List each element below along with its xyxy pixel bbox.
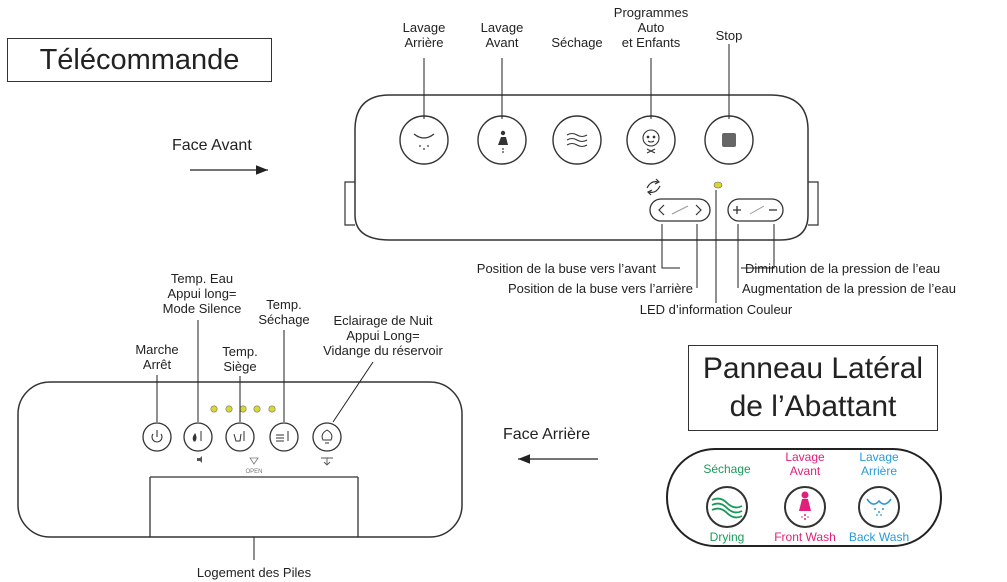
back-button-dry-temp[interactable] xyxy=(269,422,299,452)
battery-caption: Logement des Piles xyxy=(196,565,312,580)
silent-icon xyxy=(197,456,202,463)
back-button-power[interactable] xyxy=(142,422,172,452)
side-label-drying-top: Séchage xyxy=(703,462,751,476)
led-indicator xyxy=(713,181,723,189)
front-button-rear-wash[interactable] xyxy=(399,115,449,165)
back-button-night-light[interactable] xyxy=(312,422,342,466)
callout-pressure-down: Diminution de la pression de l’eau xyxy=(745,261,941,276)
front-button-child[interactable] xyxy=(626,115,676,165)
front-wash-figure-icon xyxy=(799,491,811,520)
nozzle-position-control[interactable] xyxy=(649,198,711,222)
water-temp-icon xyxy=(192,431,202,442)
drain-icon xyxy=(321,457,333,466)
label-power: Marche Arrêt xyxy=(135,342,179,372)
battery-open-label: OPEN xyxy=(245,469,263,475)
chevron-left-icon xyxy=(658,204,665,216)
side-label-back-top: Lavage Arrière xyxy=(859,450,899,478)
callout-led-info: LED d’information Couleur xyxy=(639,302,793,317)
callout-pressure-up: Augmentation de la pression de l’eau xyxy=(742,281,956,296)
plus-icon xyxy=(733,206,741,214)
remote-title: Télécommande xyxy=(7,38,272,82)
rear-wash-icon xyxy=(413,133,435,139)
open-arrow-icon xyxy=(249,457,259,465)
label-rear-wash: Lavage Arrière xyxy=(402,20,446,50)
back-wash-figure-icon xyxy=(866,498,892,505)
side-label-drying-bottom: Drying xyxy=(709,530,745,544)
seat-temp-icon xyxy=(233,431,245,442)
back-leds xyxy=(210,405,276,413)
callout-nozzle-forward: Position de la buse vers l’avant xyxy=(476,261,656,276)
stop-icon xyxy=(722,133,736,147)
side-button-drying[interactable] xyxy=(706,486,748,528)
front-button-front-wash[interactable] xyxy=(477,115,527,165)
power-icon xyxy=(151,430,163,443)
pressure-control[interactable] xyxy=(727,198,784,222)
drying-wave-icon xyxy=(711,497,743,519)
callout-nozzle-back: Position de la buse vers l’arrière xyxy=(508,281,693,296)
face-back-label: Face Arrière xyxy=(503,426,591,443)
label-dry-temp: Temp. Séchage xyxy=(258,297,310,327)
child-icon xyxy=(642,129,660,154)
side-button-front-wash[interactable] xyxy=(784,486,826,528)
side-label-back-bottom: Back Wash xyxy=(848,530,910,544)
side-panel-title: Panneau Latéral de l’Abattant xyxy=(688,345,938,431)
front-wash-icon xyxy=(498,130,508,153)
side-button-back-wash[interactable] xyxy=(858,486,900,528)
night-light-icon xyxy=(321,429,333,444)
chevron-right-icon xyxy=(695,204,702,216)
label-seat-temp: Temp. Siège xyxy=(222,344,258,374)
side-label-front-bottom: Front Wash xyxy=(774,530,836,544)
side-label-front-top: Lavage Avant xyxy=(785,450,825,478)
label-drying: Séchage xyxy=(551,35,603,50)
back-button-seat-temp[interactable] xyxy=(225,422,255,452)
rotate-icon xyxy=(646,178,661,196)
back-leaders xyxy=(156,320,374,560)
label-night-light: Eclairage de Nuit Appui Long= Vidange du… xyxy=(323,313,443,358)
front-button-stop[interactable] xyxy=(704,115,754,165)
back-button-water-temp[interactable] xyxy=(183,422,213,463)
drying-icon xyxy=(566,132,588,148)
face-front-label: Face Avant xyxy=(172,137,252,154)
label-front-wash: Lavage Avant xyxy=(480,20,524,50)
front-button-drying[interactable] xyxy=(552,115,602,165)
dry-temp-icon xyxy=(276,431,289,442)
front-bottom-leaders xyxy=(661,190,775,303)
label-water-temp: Temp. Eau Appui long= Mode Silence xyxy=(162,271,242,316)
label-stop: Stop xyxy=(715,28,743,43)
label-child: Programmes Auto et Enfants xyxy=(613,5,689,50)
front-top-leaders xyxy=(423,44,730,119)
